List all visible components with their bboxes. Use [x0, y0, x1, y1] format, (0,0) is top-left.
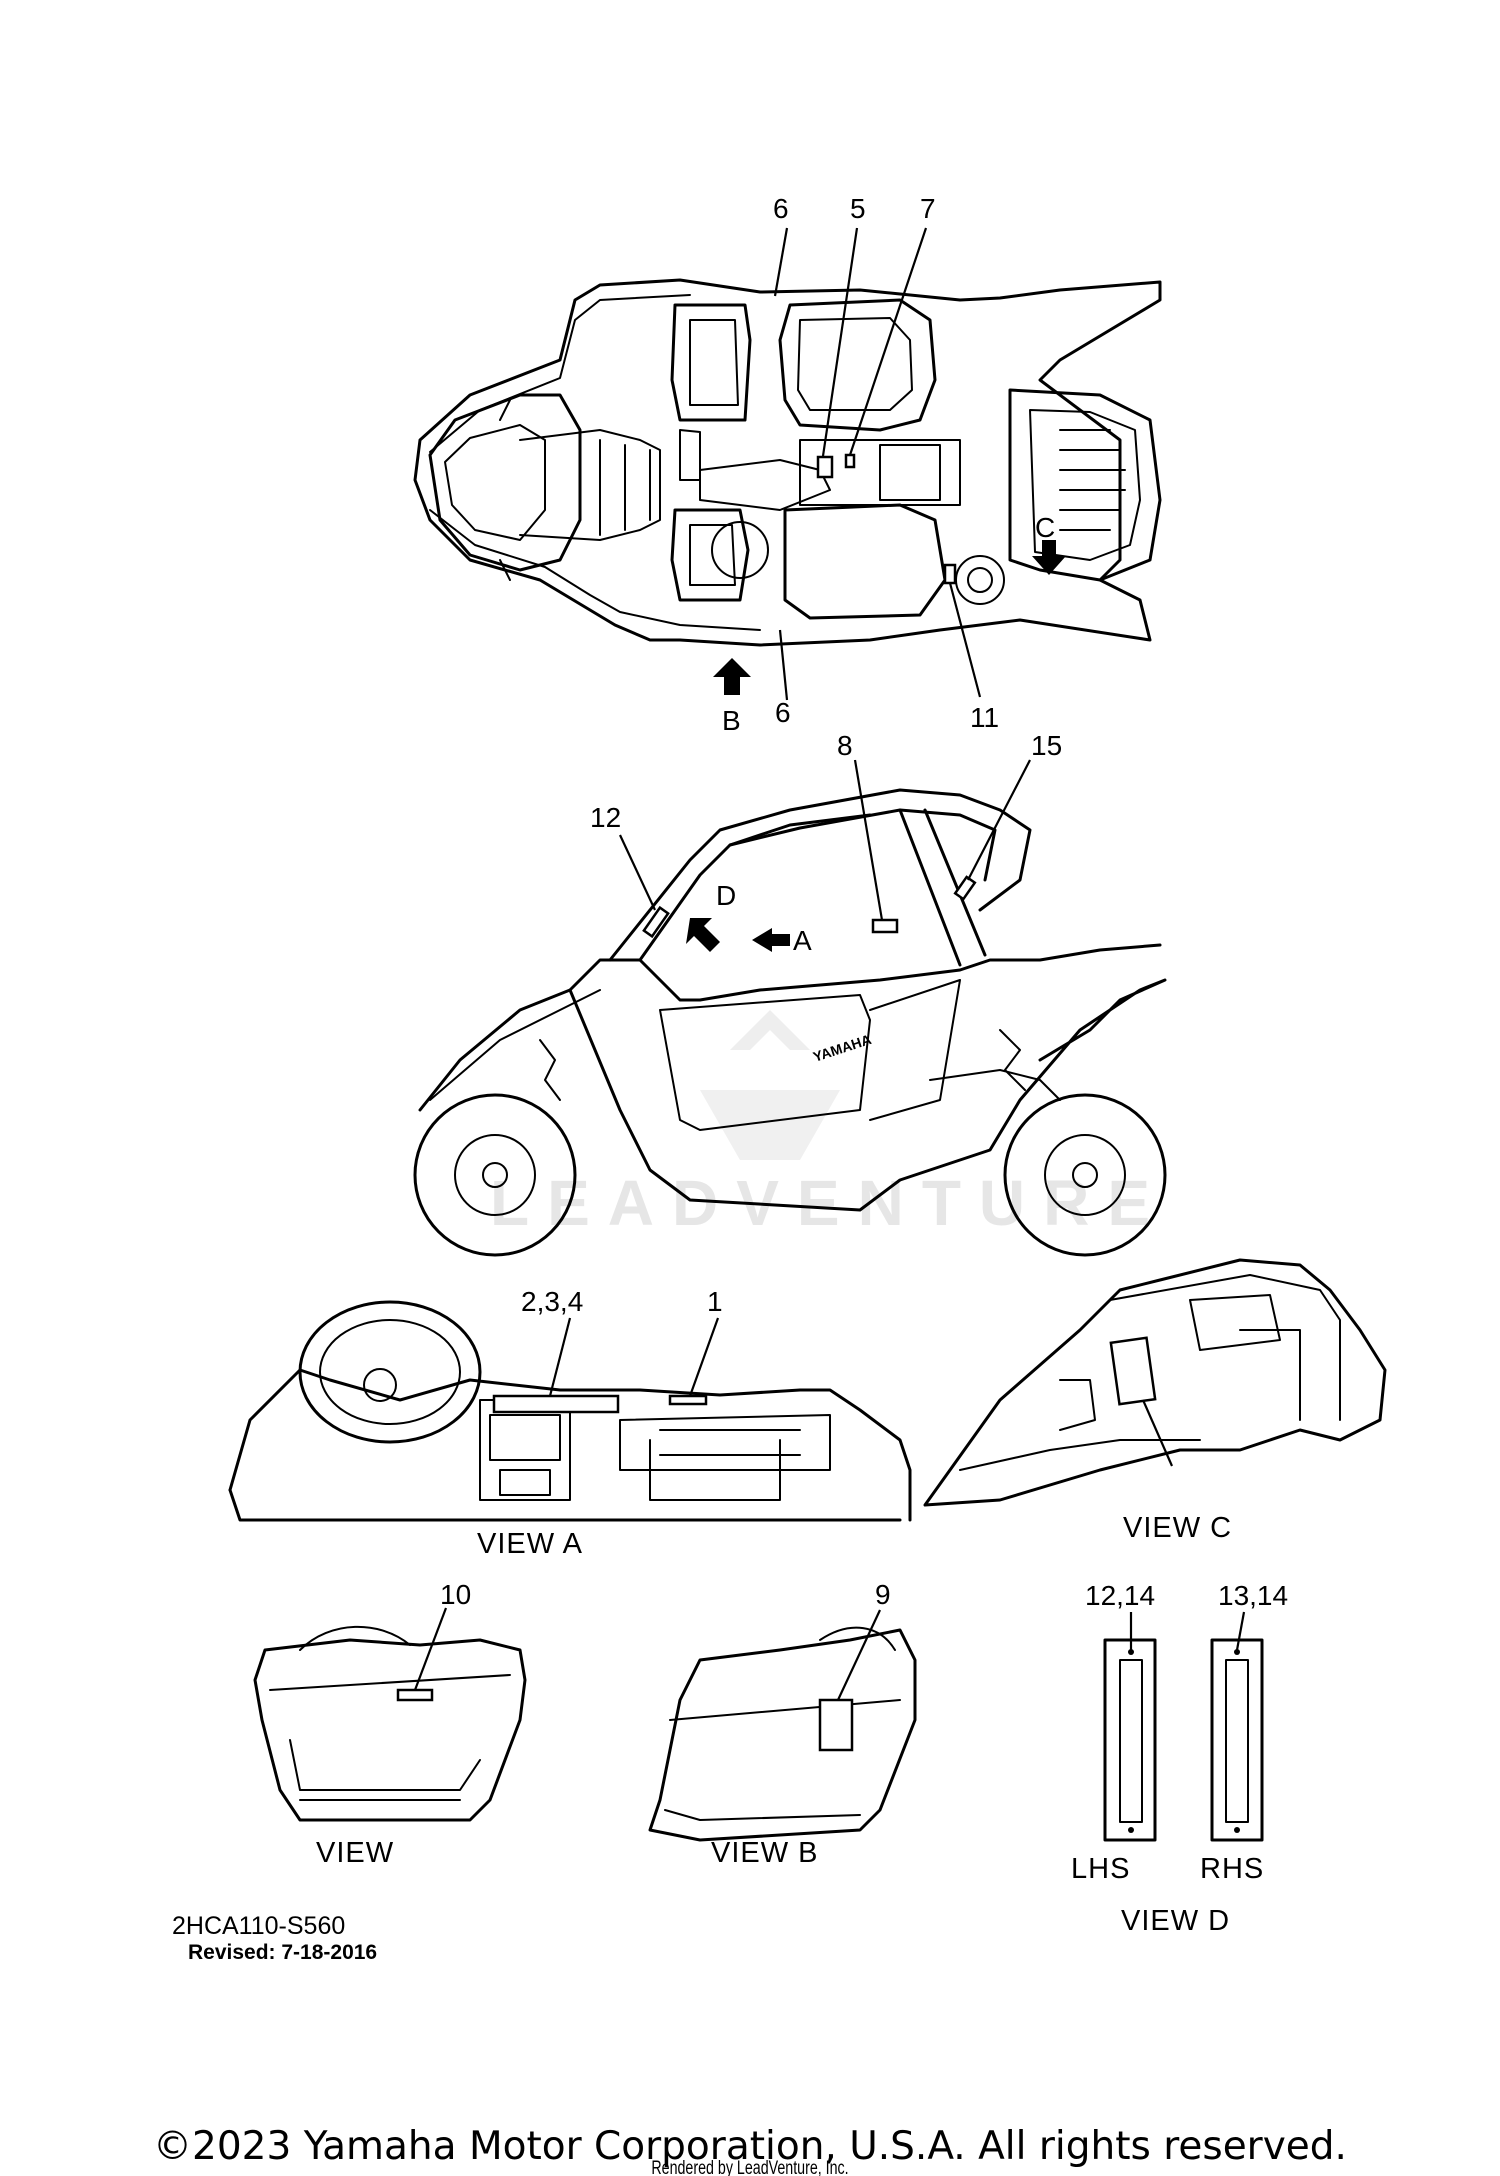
- callout-15: 15: [1031, 730, 1062, 761]
- side-view-vehicle: YAMAHA: [413, 788, 1167, 1257]
- rendered-by-notice: Rendered by LeadVenture, Inc.: [651, 2158, 849, 2176]
- watermark-logo: LEADVENTURE: [490, 1010, 1168, 1239]
- callout-13-14: 13,14: [1218, 1580, 1288, 1611]
- lhs-label: LHS: [1071, 1853, 1130, 1885]
- rhs-label: RHS: [1200, 1853, 1264, 1885]
- view-a-leaders: [548, 1317, 720, 1397]
- callout-12: 12: [590, 802, 621, 833]
- view-a-label: VIEW A: [477, 1528, 583, 1560]
- callout-9: 9: [875, 1579, 891, 1610]
- drawing-number: 2HCA110-S560: [172, 1912, 346, 1940]
- callout-11: 11: [970, 702, 999, 733]
- view-b-label: VIEW B: [711, 1837, 819, 1869]
- view-b-door: [648, 1626, 917, 1842]
- arrow-c-icon: [1032, 540, 1066, 575]
- callout-10: 10: [440, 1579, 471, 1610]
- callout-6-top: 6: [773, 193, 789, 224]
- callout-1: 1: [707, 1286, 723, 1317]
- watermark-text: LEADVENTURE: [490, 1167, 1168, 1239]
- callout-5: 5: [850, 193, 866, 224]
- callout-b: B: [722, 705, 741, 736]
- view-c-leader: [1141, 1399, 1174, 1467]
- revised-date: Revised: 7-18-2016: [188, 1941, 378, 1964]
- callout-8: 8: [837, 730, 853, 761]
- callout-2-3-4: 2,3,4: [521, 1286, 583, 1317]
- top-view-leaders: [773, 227, 982, 701]
- copyright-notice: ©2023 Yamaha Motor Corporation, U.S.A. A…: [153, 2124, 1347, 2169]
- view-d-strips: [1103, 1638, 1264, 1842]
- view-c-panel: [923, 1258, 1387, 1507]
- arrow-d-icon: [686, 918, 720, 952]
- callout-6-bottom: 6: [775, 697, 791, 728]
- view-d-label: VIEW D: [1121, 1905, 1230, 1937]
- top-view-vehicle: [413, 278, 1162, 647]
- callout-c: C: [1035, 512, 1055, 543]
- view-label: VIEW: [316, 1837, 394, 1869]
- side-view-leaders: [619, 759, 1031, 921]
- view-c-label: VIEW C: [1123, 1512, 1232, 1544]
- callout-d: D: [716, 880, 736, 911]
- callout-7: 7: [920, 193, 936, 224]
- arrow-a-icon: [752, 928, 790, 952]
- arrow-b-icon: [713, 658, 751, 695]
- view-a-dashboard: [228, 1300, 912, 1522]
- callout-a: A: [793, 925, 812, 956]
- view-10-leader: [413, 1607, 448, 1691]
- view-d-leaders: [1129, 1611, 1246, 1651]
- callout-12-14: 12,14: [1085, 1580, 1155, 1611]
- vehicle-brand: YAMAHA: [811, 1031, 873, 1065]
- view-10-door: [253, 1625, 527, 1822]
- view-b-leader: [837, 1609, 881, 1701]
